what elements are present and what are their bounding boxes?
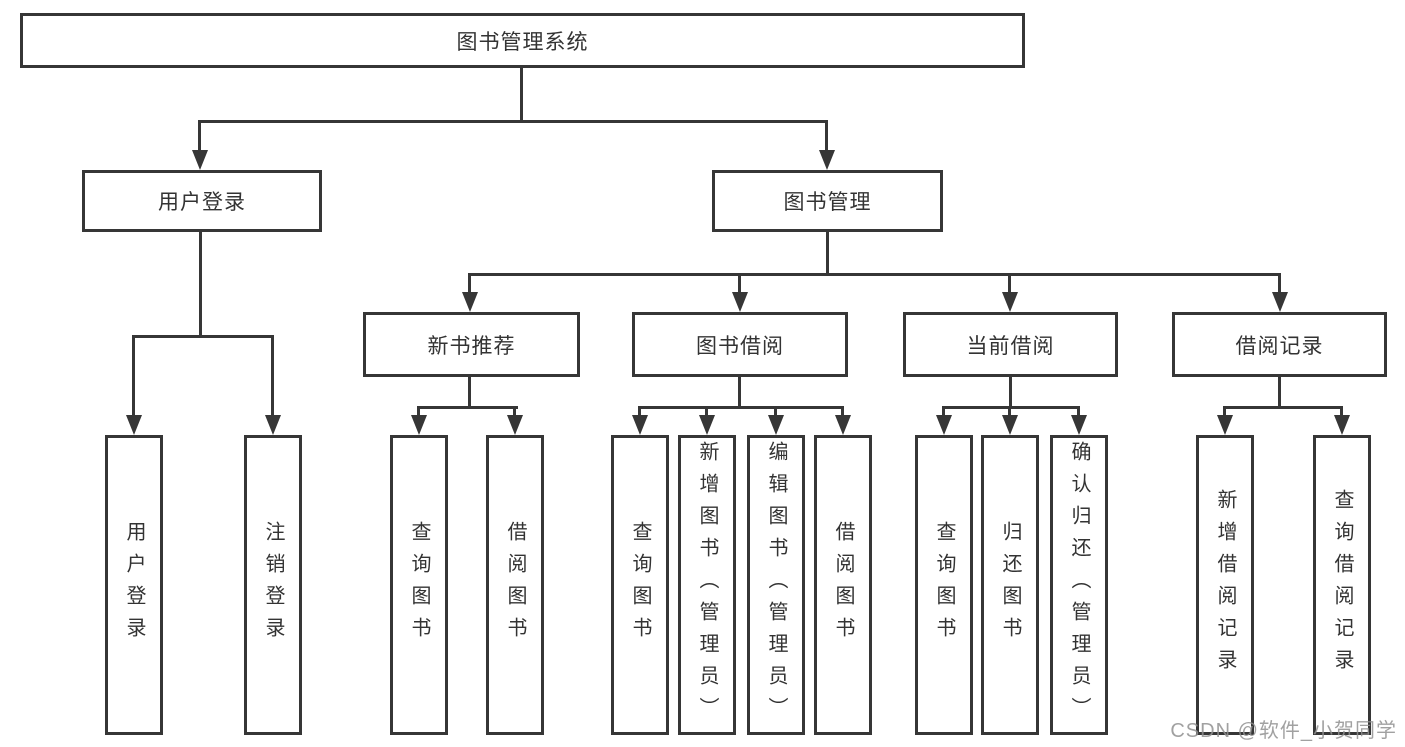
node-label: 图书借阅	[696, 334, 784, 358]
connector-segment	[198, 120, 201, 153]
connector-segment	[132, 335, 274, 338]
leaf-logout: 注销登录	[244, 435, 302, 735]
leaf-borrow-books-1: 借阅图书	[486, 435, 544, 735]
arrow-down-icon	[699, 415, 715, 435]
arrow-down-icon	[819, 150, 835, 170]
connector-segment	[468, 377, 471, 409]
connector-segment	[417, 406, 420, 418]
connector-segment	[199, 232, 202, 338]
arrow-down-icon	[265, 415, 281, 435]
connector-segment	[1008, 273, 1011, 295]
leaf-return-books: 归还图书	[981, 435, 1039, 735]
node-new-book-recommendation: 新书推荐	[363, 312, 580, 377]
node-label: 图书管理系统	[456, 30, 589, 54]
connector-segment	[705, 406, 708, 418]
connector-segment	[198, 120, 828, 123]
leaf-label: 借阅图书	[504, 521, 526, 649]
node-current-borrowing: 当前借阅	[903, 312, 1118, 377]
arrow-down-icon	[732, 292, 748, 312]
node-borrowing-records: 借阅记录	[1172, 312, 1387, 377]
connector-segment	[468, 273, 1281, 276]
leaf-label: 确认归还（管理员）	[1068, 441, 1090, 729]
leaf-confirm-return-admin: 确认归还（管理员）	[1050, 435, 1108, 735]
arrow-down-icon	[1002, 292, 1018, 312]
node-label: 图书管理	[783, 191, 872, 214]
leaf-label: 新增借阅记录	[1214, 489, 1236, 681]
connector-segment	[738, 377, 741, 409]
node-user-login-branch: 用户登录	[82, 170, 322, 232]
connector-segment	[468, 273, 471, 295]
connector-segment	[638, 406, 844, 409]
node-book-management-branch: 图书管理	[712, 170, 943, 232]
arrow-down-icon	[1217, 415, 1233, 435]
arrow-down-icon	[835, 415, 851, 435]
node-label: 借阅记录	[1235, 334, 1324, 358]
connector-segment	[942, 406, 945, 418]
connector-segment	[841, 406, 844, 418]
leaf-user-login: 用户登录	[105, 435, 163, 735]
leaf-add-borrow-record: 新增借阅记录	[1196, 435, 1254, 735]
connector-segment	[1278, 377, 1281, 409]
arrow-down-icon	[936, 415, 952, 435]
connector-segment	[738, 273, 741, 295]
connector-segment	[132, 335, 135, 418]
arrow-down-icon	[632, 415, 648, 435]
arrow-down-icon	[507, 415, 523, 435]
arrow-down-icon	[462, 292, 478, 312]
leaf-label: 查询图书	[408, 521, 430, 649]
leaf-query-books-3: 查询图书	[915, 435, 973, 735]
leaf-add-books-admin: 新增图书（管理员）	[678, 435, 736, 735]
connector-segment	[271, 335, 274, 418]
connector-segment	[417, 406, 518, 409]
leaf-label: 归还图书	[999, 521, 1021, 649]
arrow-down-icon	[411, 415, 427, 435]
connector-segment	[942, 406, 1080, 409]
connector-segment	[513, 406, 516, 418]
leaf-borrow-books-2: 借阅图书	[814, 435, 872, 735]
leaf-label: 用户登录	[123, 521, 145, 649]
arrow-down-icon	[1272, 292, 1288, 312]
leaf-query-books-2: 查询图书	[611, 435, 669, 735]
leaf-label: 借阅图书	[832, 521, 854, 649]
node-library-management-system: 图书管理系统	[20, 13, 1025, 68]
connector-segment	[1278, 273, 1281, 295]
arrow-down-icon	[1002, 415, 1018, 435]
connector-segment	[1223, 406, 1226, 418]
connector-segment	[1008, 406, 1011, 418]
arrow-down-icon	[768, 415, 784, 435]
leaf-label: 新增图书（管理员）	[696, 441, 718, 729]
connector-segment	[638, 406, 641, 418]
leaf-edit-books-admin: 编辑图书（管理员）	[747, 435, 805, 735]
leaf-label: 编辑图书（管理员）	[765, 441, 787, 729]
connector-segment	[1009, 377, 1012, 409]
connector-segment	[1340, 406, 1343, 418]
node-label: 用户登录	[158, 191, 246, 214]
watermark: CSDN @软件_小贺同学	[1170, 720, 1397, 742]
connector-segment	[520, 68, 523, 123]
leaf-query-borrow-record: 查询借阅记录	[1313, 435, 1371, 735]
leaf-label: 查询图书	[629, 521, 651, 649]
connector-segment	[1077, 406, 1080, 418]
connector-segment	[825, 120, 828, 153]
leaf-label: 注销登录	[262, 521, 284, 649]
node-book-borrowing: 图书借阅	[632, 312, 848, 377]
connector-segment	[1223, 406, 1343, 409]
arrow-down-icon	[1071, 415, 1087, 435]
arrow-down-icon	[1334, 415, 1350, 435]
arrow-down-icon	[126, 415, 142, 435]
connector-segment	[826, 232, 829, 276]
leaf-query-books-1: 查询图书	[390, 435, 448, 735]
leaf-label: 查询借阅记录	[1331, 489, 1353, 681]
arrow-down-icon	[192, 150, 208, 170]
node-label: 新书推荐	[427, 334, 516, 358]
node-label: 当前借阅	[966, 334, 1055, 358]
connector-segment	[774, 406, 777, 418]
leaf-label: 查询图书	[933, 521, 955, 649]
